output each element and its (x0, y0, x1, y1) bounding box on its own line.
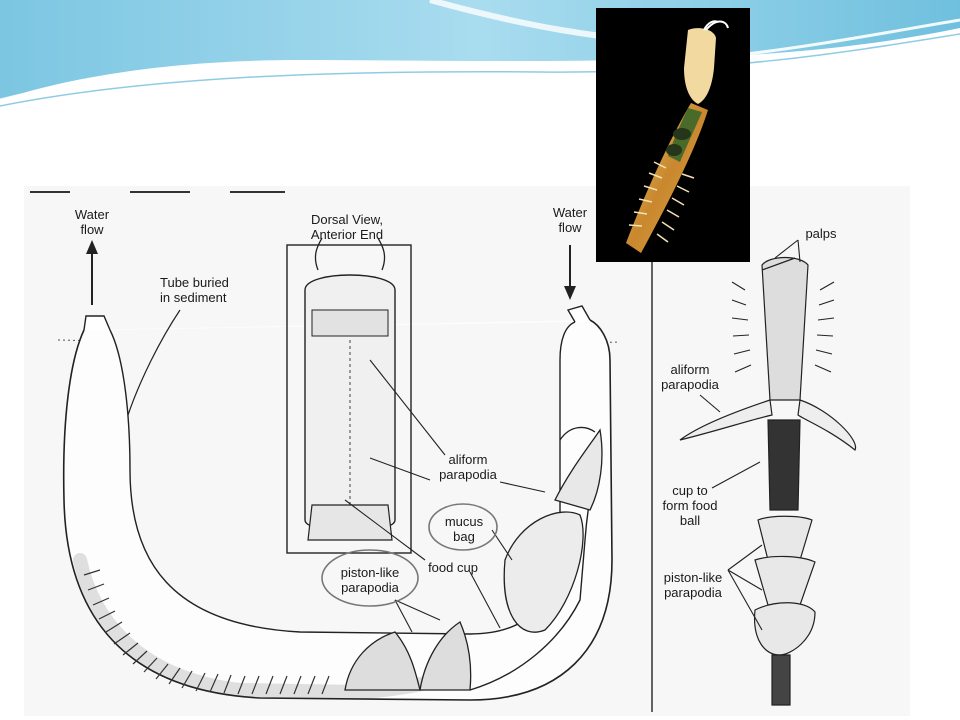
label-palps: palps (805, 226, 837, 241)
label-mucus-bag: mucus bag (444, 514, 484, 544)
label-water-flow-right: Water flow (552, 205, 588, 235)
label-aliform-center: aliform parapodia (439, 452, 497, 482)
label-cup-food-ball: cup to form food ball (662, 483, 718, 528)
label-piston-right: piston-like parapodia (663, 570, 723, 600)
label-dorsal-view: Dorsal View, Anterior End (310, 212, 384, 242)
label-food-cup: food cup (428, 560, 478, 575)
right-worm (679, 256, 857, 706)
label-water-flow-left: Water flow (74, 207, 110, 237)
label-piston-center: piston-like parapodia (340, 565, 400, 595)
worm-photo (596, 8, 750, 262)
label-tube-buried: Tube buried in sediment (160, 275, 229, 305)
label-aliform-right: aliform parapodia (661, 362, 719, 392)
